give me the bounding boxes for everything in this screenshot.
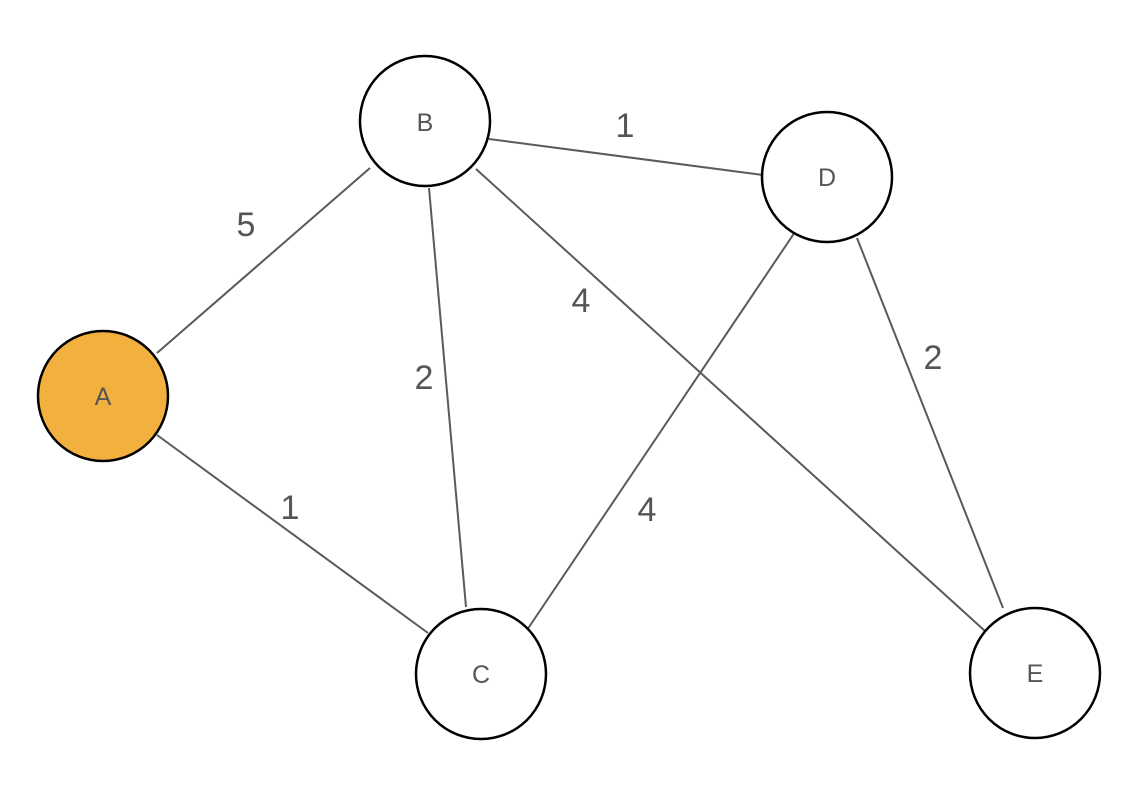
edge-weight-a-b: 5 xyxy=(237,206,256,244)
node-b: B xyxy=(358,54,492,188)
node-d-label: D xyxy=(818,164,836,192)
edge-weight-b-c: 2 xyxy=(415,359,434,397)
node-a-label: A xyxy=(95,383,112,411)
node-b-label: B xyxy=(417,109,434,137)
node-d: D xyxy=(760,110,894,244)
edge-weight-d-c: 4 xyxy=(638,491,657,529)
edge-weight-d-e: 2 xyxy=(924,339,943,377)
edge-weight-b-d: 1 xyxy=(616,107,635,145)
node-e-label: E xyxy=(1027,660,1044,688)
edge-weights-layer: 5 1 2 1 4 4 2 xyxy=(237,107,943,529)
node-a-circle xyxy=(36,329,170,463)
edge-d-c xyxy=(526,231,796,631)
edge-b-e xyxy=(475,168,986,632)
node-e-circle xyxy=(968,606,1102,740)
edge-b-c xyxy=(428,187,467,608)
node-c-label: C xyxy=(472,661,490,689)
nodes-layer: A B C D E xyxy=(36,54,1102,741)
edges-layer xyxy=(156,138,1004,634)
edge-d-e xyxy=(856,237,1004,609)
edge-weight-a-c: 1 xyxy=(281,489,300,527)
node-c-circle xyxy=(414,607,548,741)
node-b-circle xyxy=(358,54,492,188)
edge-a-c xyxy=(156,434,429,634)
edge-a-b xyxy=(156,167,371,354)
node-a: A xyxy=(36,329,170,463)
node-d-circle xyxy=(760,110,894,244)
edge-b-d xyxy=(488,138,764,176)
node-c: C xyxy=(414,607,548,741)
node-e: E xyxy=(968,606,1102,740)
edge-weight-b-e: 4 xyxy=(572,282,591,320)
